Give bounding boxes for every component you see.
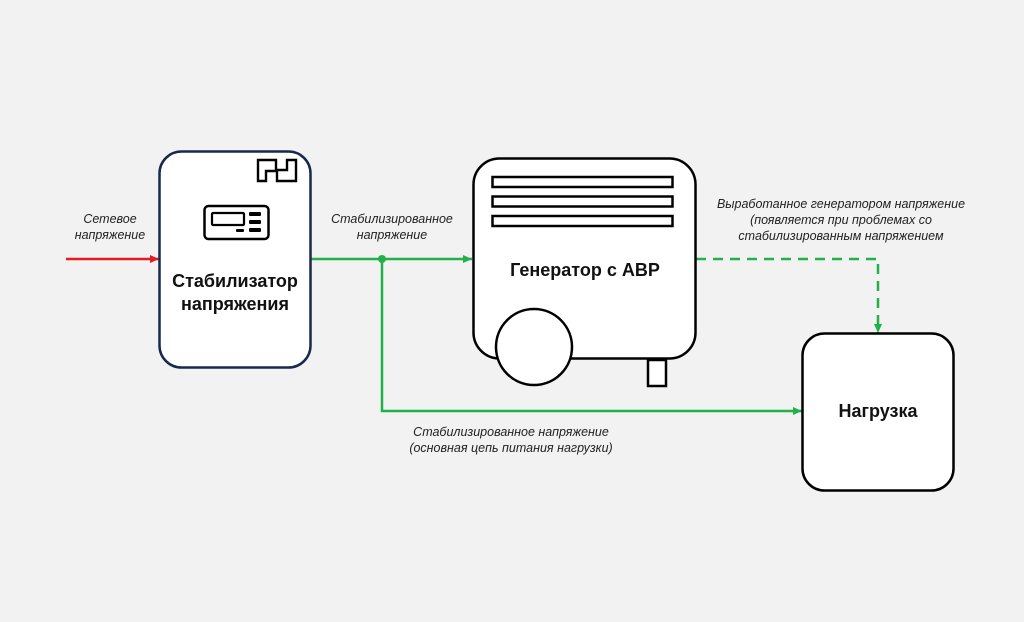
stabilizer-title: Стабилизатор напряжения [160,270,310,316]
main-circuit-to-load-arrow [380,259,802,415]
stabilizer-logo-icon [256,158,298,183]
stabilizer-node [158,150,312,369]
stabilized-voltage-label: Стабилизированное напряжение [316,211,468,243]
load-title-text: Нагрузка [838,401,918,421]
stabilized-label-line1: Стабилизированное [331,212,453,226]
display-panel-icon [203,204,270,241]
stabilized-label-line2: напряжение [356,228,428,242]
stabilizer-title-line1: Стабилизатор [172,271,298,291]
generator-to-load-dashed-arrow [696,257,882,333]
generated-label-line1: Выработанное генератором напряжение [716,197,966,211]
generated-voltage-label: Выработанное генератором напряжение (поя… [706,196,976,244]
main-circuit-label: Стабилизированное напряжение (основная ц… [380,424,642,456]
mains-voltage-label: Сетевое напряжение [58,211,162,243]
mains-label-line1: Сетевое [83,212,137,226]
generator-icon [472,157,697,388]
generator-title-text: Генератор с АВР [510,260,660,280]
stabilizer-title-line2: напряжения [181,294,289,314]
generator-title: Генератор с АВР [474,259,696,282]
main-circuit-label-line1: Стабилизированное напряжение [413,425,609,439]
load-node [801,332,955,492]
generated-label-line2: (появляется при проблемах со [750,213,932,227]
main-circuit-label-line2: (основная цепь питания нагрузки) [409,441,613,455]
mains-label-line2: напряжение [74,228,146,242]
load-title: Нагрузка [803,400,953,423]
generated-label-line3: стабилизированным напряжением [738,229,944,243]
